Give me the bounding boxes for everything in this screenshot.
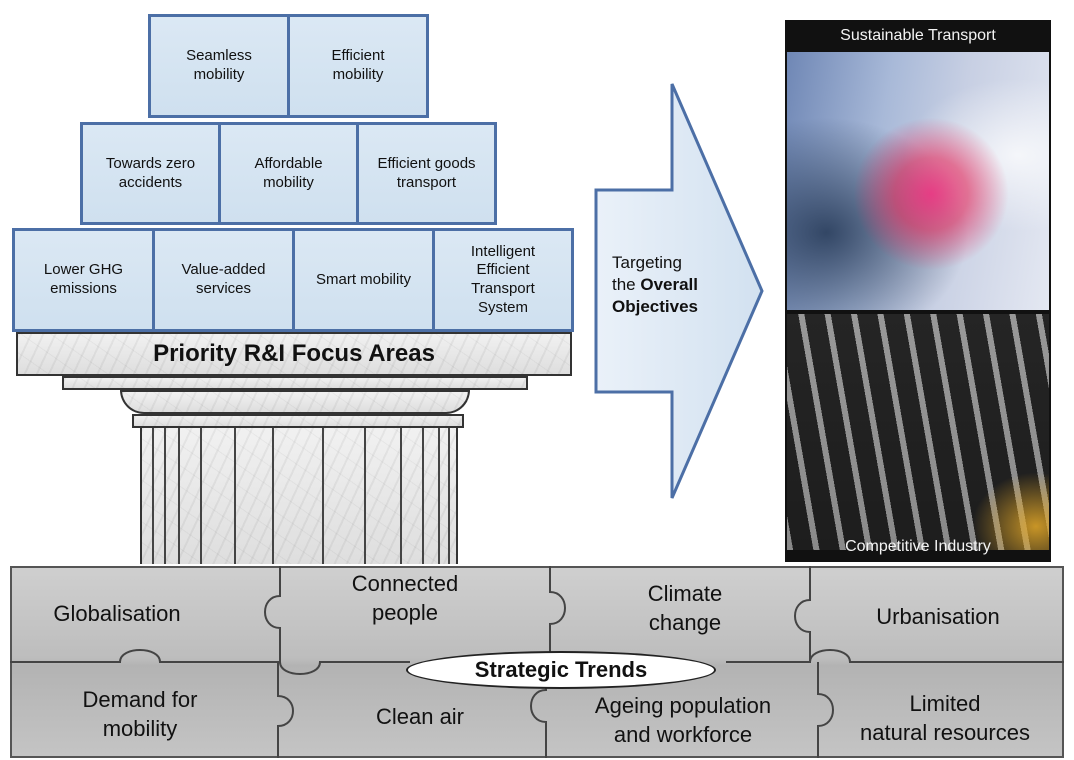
arrow-shape — [594, 83, 764, 499]
focus-box-lower-ghg-emissions: Lower GHG emissions — [12, 228, 155, 332]
focus-box-towards-zero-accidents: Towards zero accidents — [80, 122, 221, 225]
pillar-flute — [448, 428, 450, 564]
pillar-flute — [422, 428, 424, 564]
pillar-echinus — [120, 390, 470, 414]
trend-urbanisation: Urbanisation — [876, 604, 1000, 629]
focus-box-seamless-mobility: Seamless mobility — [148, 14, 290, 118]
pillar-abacus — [62, 376, 528, 390]
pillar-flute — [438, 428, 440, 564]
pillar-neck — [132, 414, 464, 428]
trend-connected-people: Connected people — [351, 571, 459, 625]
focus-box-affordable-mobility: Affordable mobility — [218, 122, 359, 225]
trend-ageing-population: Ageing population and workforce — [594, 693, 772, 747]
pillar-flute — [364, 428, 366, 564]
pillar-flute — [200, 428, 202, 564]
pillar-flute — [152, 428, 154, 564]
arrow-label-line1: Targeting — [612, 253, 682, 272]
sustainable-transport-photo — [787, 52, 1049, 310]
arrow-label-line2: the Overall — [612, 275, 699, 295]
focus-box-intelligent-efficient-transport-system: Intelligent Efficient Transport System — [432, 228, 574, 332]
trend-limited-natural-resources: Limited natural resources — [860, 691, 1030, 745]
focus-box-efficient-mobility: Efficient mobility — [287, 14, 429, 118]
pillar-flute — [272, 428, 274, 564]
pillar-flute — [234, 428, 236, 564]
pillar-flute — [178, 428, 180, 564]
pillar-capital-label: Priority R&I Focus Areas — [153, 340, 435, 367]
pillar-capital: Priority R&I Focus Areas — [16, 332, 572, 376]
competitive-industry-title: Competitive Industry — [845, 538, 991, 555]
strategic-trends-text: Strategic Trends — [474, 657, 648, 682]
focus-box-efficient-goods-transport: Efficient goods transport — [356, 122, 497, 225]
focus-box-value-added-services: Value-added services — [152, 228, 295, 332]
trend-globalisation: Globalisation — [53, 601, 181, 626]
trend-clean-air: Clean air — [375, 704, 465, 729]
pillar-flute — [322, 428, 324, 564]
pillar-flute — [400, 428, 402, 564]
objectives-photo-panel: Sustainable Transport Competitive Indust… — [785, 20, 1051, 562]
objectives-arrow — [594, 83, 764, 499]
sustainable-transport-title: Sustainable Transport — [840, 27, 996, 44]
strategic-trends-label: Strategic Trends — [406, 651, 716, 689]
pillar-flute — [164, 428, 166, 564]
trend-climate-change: Climate change — [647, 581, 723, 635]
puzzle-seams — [10, 566, 1064, 758]
competitive-industry-photo — [787, 314, 1049, 550]
focus-box-smart-mobility: Smart mobility — [292, 228, 435, 332]
trend-demand-for-mobility: Demand for mobility — [82, 687, 198, 741]
arrow-label-line3: Objectives — [612, 297, 698, 317]
arrow-label: Targeting the Overall Objectives — [612, 252, 732, 318]
pillar-shaft — [140, 428, 458, 564]
